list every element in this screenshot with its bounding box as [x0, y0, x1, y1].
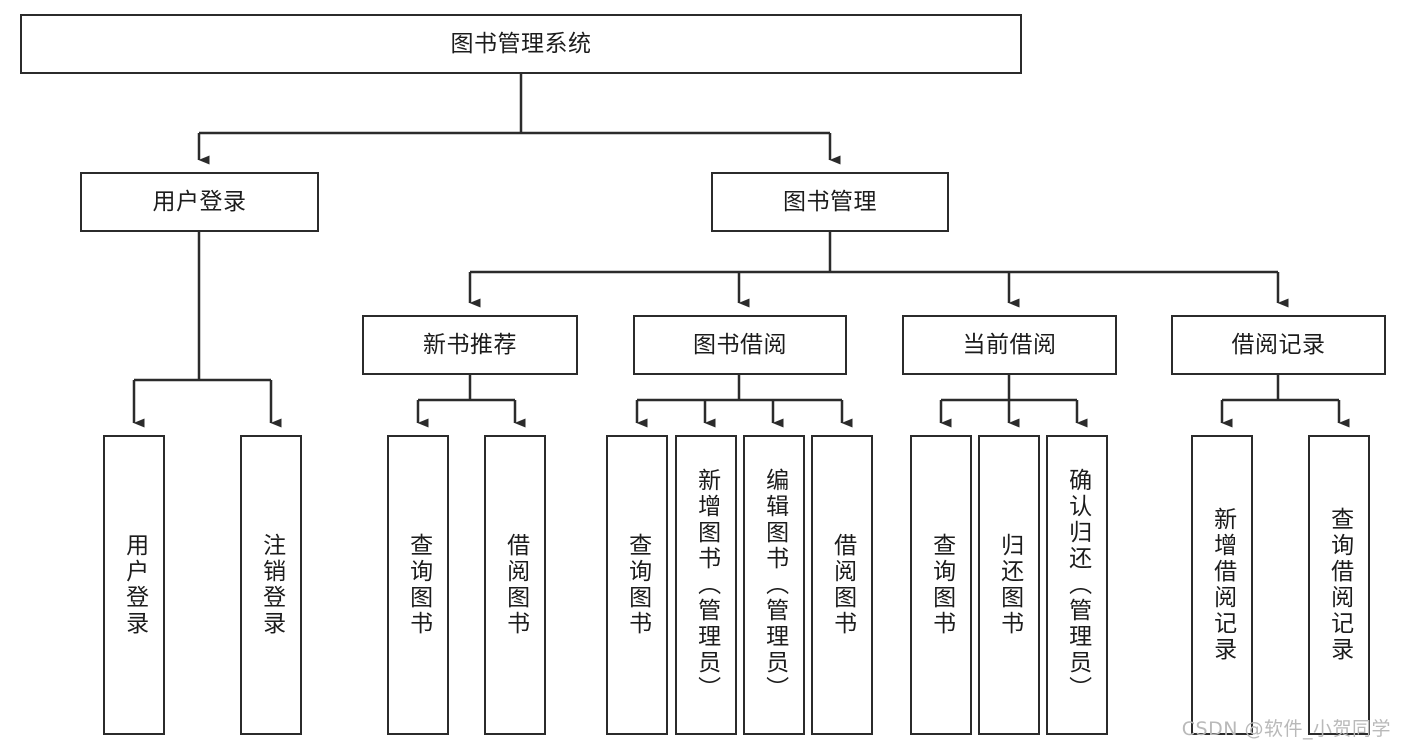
node-leaf-query-book-3-label: 查询图书 [928, 533, 955, 637]
node-leaf-return-book[interactable]: 归还图书 [978, 435, 1040, 735]
node-current-borrow-label: 当前借阅 [962, 331, 1057, 358]
node-book-management-label: 图书管理 [783, 188, 877, 215]
node-user-login[interactable]: 用户登录 [80, 172, 319, 232]
node-user-login-label: 用户登录 [152, 188, 247, 215]
node-book-borrow-label: 图书借阅 [693, 331, 787, 358]
node-book-borrow[interactable]: 图书借阅 [633, 315, 847, 375]
node-borrow-record-label: 借阅记录 [1231, 331, 1326, 358]
node-root[interactable]: 图书管理系统 [20, 14, 1022, 74]
node-borrow-record[interactable]: 借阅记录 [1171, 315, 1386, 375]
node-current-borrow[interactable]: 当前借阅 [902, 315, 1117, 375]
node-leaf-borrow-book-1-label: 借阅图书 [502, 533, 529, 637]
node-leaf-query-book-1-label: 查询图书 [405, 533, 432, 637]
node-new-book-recommend-label: 新书推荐 [423, 331, 517, 358]
node-leaf-add-record[interactable]: 新增借阅记录 [1191, 435, 1253, 735]
node-leaf-logout-login[interactable]: 注销登录 [240, 435, 302, 735]
node-leaf-edit-book-label: 编辑图书（管理员） [761, 468, 788, 702]
node-leaf-query-book-2-label: 查询图书 [624, 533, 651, 637]
node-book-management[interactable]: 图书管理 [711, 172, 949, 232]
node-leaf-edit-book[interactable]: 编辑图书（管理员） [743, 435, 805, 735]
node-leaf-add-record-label: 新增借阅记录 [1209, 507, 1236, 663]
node-leaf-confirm-return[interactable]: 确认归还（管理员） [1046, 435, 1108, 735]
node-leaf-borrow-book-1[interactable]: 借阅图书 [484, 435, 546, 735]
node-leaf-query-record[interactable]: 查询借阅记录 [1308, 435, 1370, 735]
node-leaf-query-book-2[interactable]: 查询图书 [606, 435, 668, 735]
node-leaf-query-book-3[interactable]: 查询图书 [910, 435, 972, 735]
node-leaf-add-book-label: 新增图书（管理员） [693, 468, 720, 702]
node-leaf-user-login[interactable]: 用户登录 [103, 435, 165, 735]
node-leaf-borrow-book-2[interactable]: 借阅图书 [811, 435, 873, 735]
node-leaf-query-book-1[interactable]: 查询图书 [387, 435, 449, 735]
node-root-label: 图书管理系统 [450, 30, 592, 57]
node-leaf-user-login-label: 用户登录 [121, 533, 148, 637]
node-new-book-recommend[interactable]: 新书推荐 [362, 315, 578, 375]
node-leaf-add-book[interactable]: 新增图书（管理员） [675, 435, 737, 735]
node-leaf-confirm-return-label: 确认归还（管理员） [1064, 468, 1091, 702]
node-leaf-borrow-book-2-label: 借阅图书 [829, 533, 856, 637]
node-leaf-return-book-label: 归还图书 [996, 533, 1023, 637]
node-leaf-query-record-label: 查询借阅记录 [1326, 507, 1353, 663]
node-leaf-logout-login-label: 注销登录 [258, 533, 285, 637]
